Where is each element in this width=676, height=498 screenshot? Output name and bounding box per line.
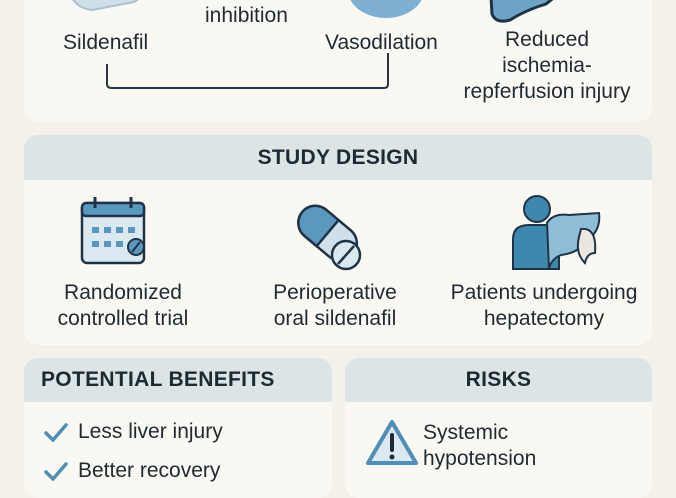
risk-item: Systemic hypotension: [423, 420, 536, 472]
item-line: controlled trial: [57, 307, 189, 330]
vessel-circle-icon: [350, 0, 422, 18]
item-line: Perioperative: [273, 281, 397, 304]
design-item-intervention: Perioperative oral sildenafil: [250, 280, 420, 332]
outcome-line: ischemia-: [502, 54, 592, 77]
pill-icon: [297, 204, 362, 271]
item-line: Patients undergoing: [450, 281, 638, 304]
benefits-header: POTENTIAL BENEFITS: [24, 358, 332, 402]
item-line: hepatectomy: [483, 307, 605, 330]
benefit-item: Better recovery: [44, 459, 220, 483]
outcome-line: repferfusion injury: [463, 80, 631, 103]
item-line: oral sildenafil: [273, 307, 397, 330]
design-item-population: Patients undergoing hepatectomy: [444, 280, 644, 332]
risk-line: Systemic: [423, 421, 509, 444]
check-icon: [44, 462, 68, 481]
risks-header: RISKS: [345, 358, 652, 402]
benefit-item: Less liver injury: [44, 420, 223, 444]
outcome-line: Reduced: [504, 28, 590, 51]
benefit-text: Better recovery: [78, 459, 221, 482]
patient-liver-icon: [512, 195, 601, 270]
outcome-text: Reduced ischemia- repferfusion injury: [442, 27, 652, 105]
bracket-connector: [106, 53, 389, 89]
benefits-card: POTENTIAL BENEFITS Less liver injury Bet…: [24, 358, 332, 498]
item-line: Randomized: [64, 281, 182, 304]
warning-icon: [366, 420, 418, 465]
design-item-trial: Randomized controlled trial: [38, 280, 208, 332]
step-sildenafil: Sildenafil: [63, 31, 149, 54]
mechanism-card: Sildenafil inhibition Vasodilation Reduc…: [24, 0, 652, 122]
step-inhibition: inhibition: [205, 4, 288, 27]
risks-card: RISKS Systemic hypotension: [345, 358, 652, 498]
risk-line: hypotension: [423, 447, 537, 470]
study-design-header: STUDY DESIGN: [24, 135, 652, 180]
benefit-text: Less liver injury: [78, 420, 223, 443]
step-vasodilation: Vasodilation: [325, 31, 438, 54]
study-design-card: STUDY DESIGN Randomized controlled trial…: [24, 135, 652, 345]
check-icon: [44, 423, 68, 442]
liver-icon: [489, 0, 554, 23]
calendar-icon: [80, 197, 146, 265]
pill-icon: [72, 0, 139, 12]
